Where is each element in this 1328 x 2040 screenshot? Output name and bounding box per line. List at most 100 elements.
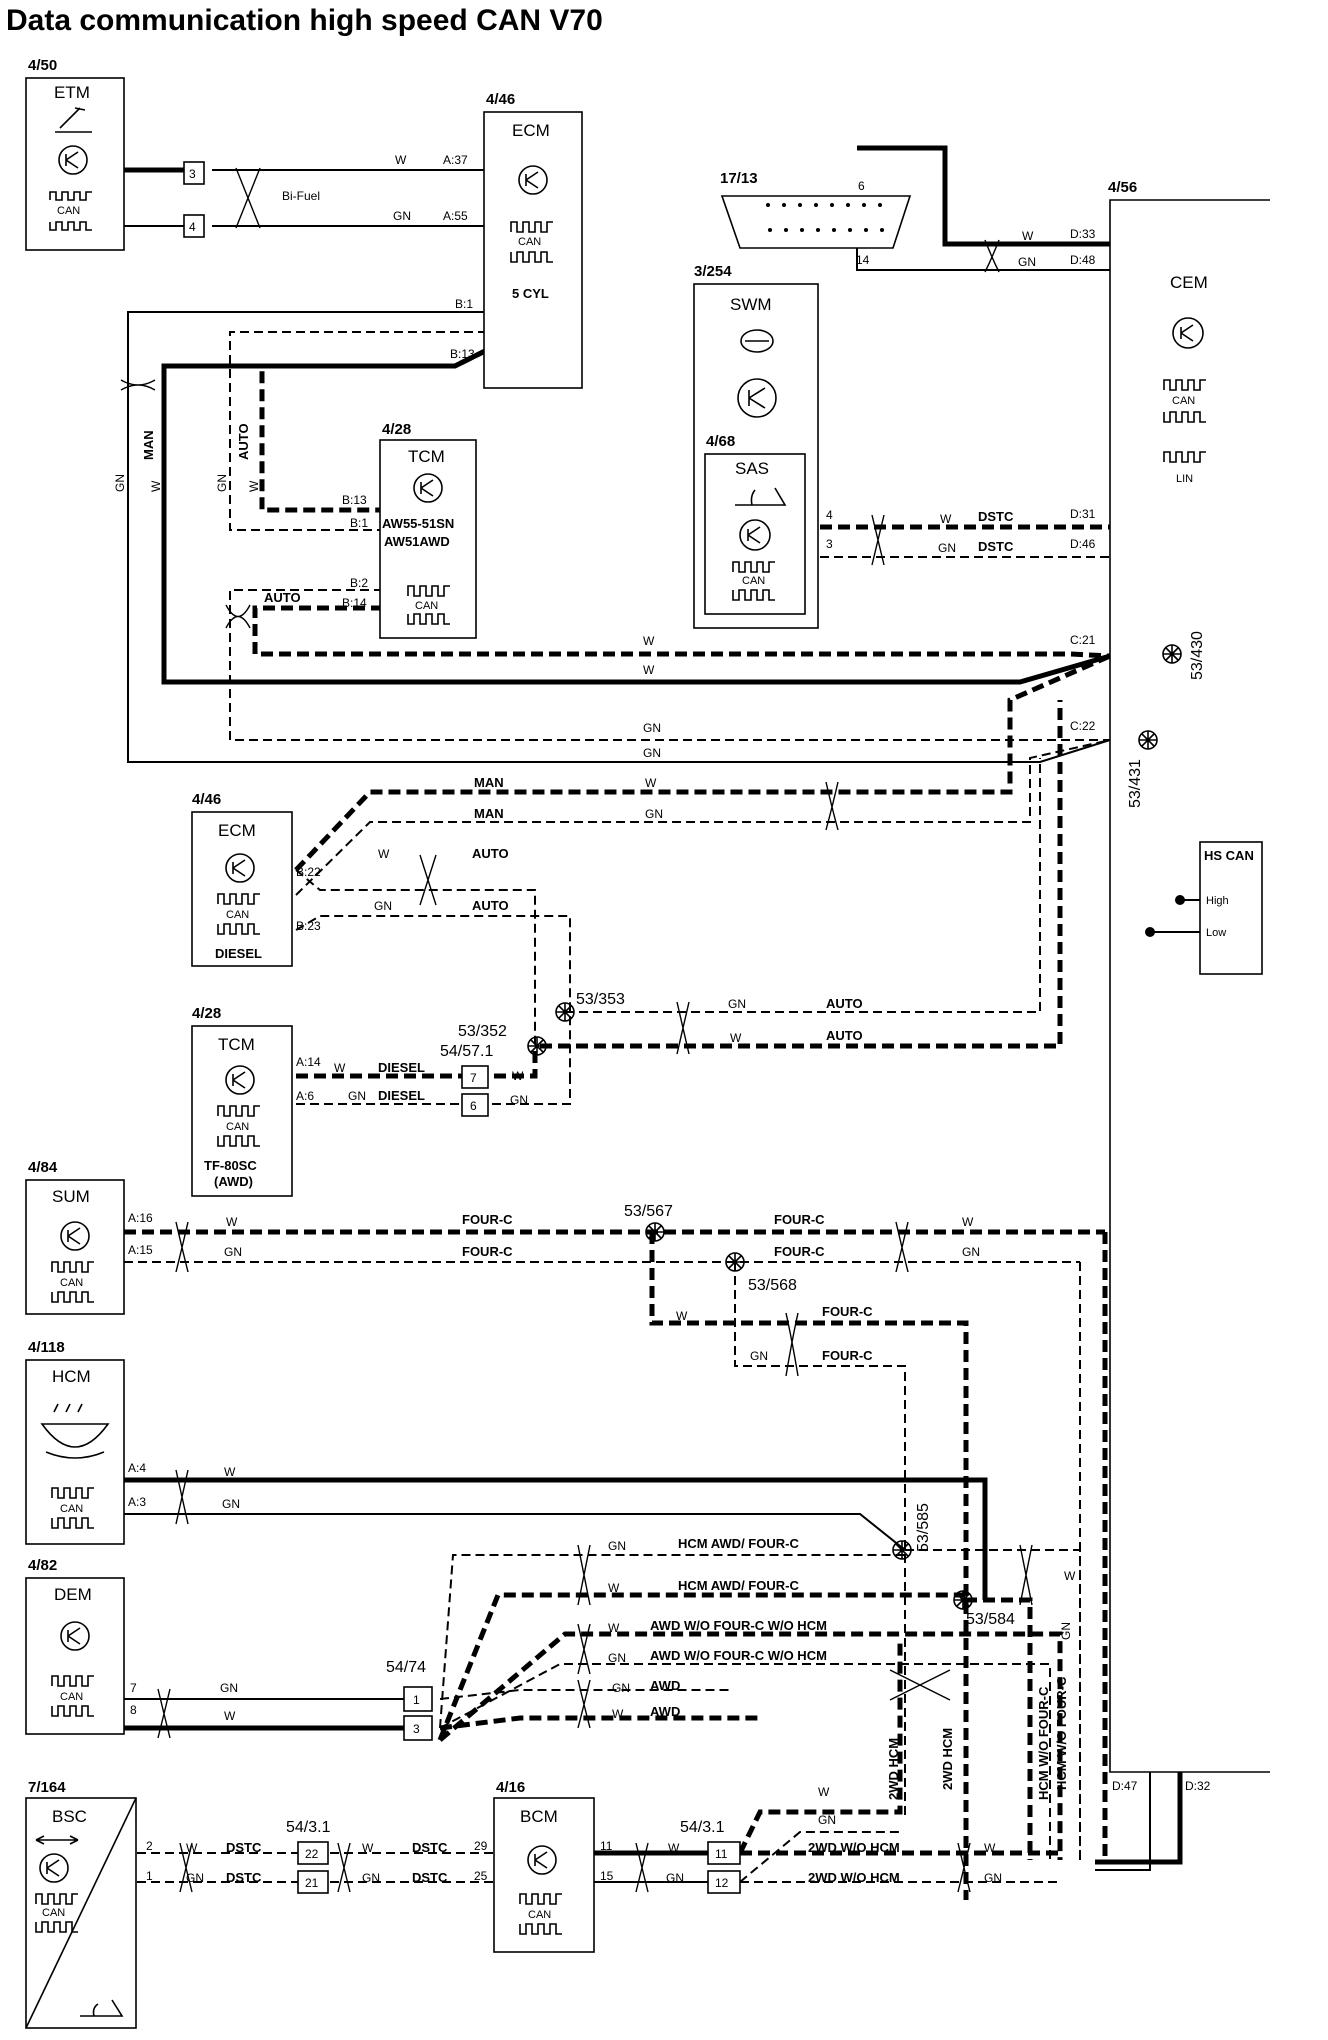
arrow-icon	[35, 1835, 79, 1845]
svg-text:GN: GN	[643, 721, 661, 735]
svg-text:AUTO: AUTO	[826, 1028, 863, 1043]
svg-text:CAN: CAN	[742, 575, 765, 587]
svg-text:1: 1	[413, 1693, 420, 1707]
etm-name: ETM	[54, 83, 90, 102]
hcm-module: 4/118 HCM CAN A:4 A:3 W GN	[25, 1339, 240, 1545]
svg-text:CAN: CAN	[226, 909, 249, 921]
svg-text:GN: GN	[643, 746, 661, 760]
splice-53-352: 53/352	[458, 1023, 547, 1056]
microprocessor-icon	[1172, 317, 1204, 349]
svg-text:54/74: 54/74	[386, 1659, 426, 1676]
svg-text:D:31: D:31	[1070, 507, 1096, 521]
connector-11	[707, 1841, 741, 1865]
hs-can-label: HS CAN	[1204, 848, 1254, 863]
svg-text:54/3.1: 54/3.1	[286, 1819, 331, 1836]
swm-name: SWM	[730, 295, 772, 314]
svg-text:AWD W/O FOUR-C W/O HCM: AWD W/O FOUR-C W/O HCM	[650, 1618, 827, 1633]
svg-text:CAN: CAN	[226, 1121, 249, 1133]
svg-text:A:3: A:3	[128, 1495, 146, 1509]
svg-text:25: 25	[474, 1869, 488, 1883]
cem-ref: 4/56	[1108, 179, 1137, 196]
svg-text:DSTC: DSTC	[412, 1870, 448, 1885]
data-link-connector: 17/13 6 14 W GN D:33 D:48	[720, 170, 1096, 269]
svg-text:GN: GN	[818, 1813, 836, 1827]
svg-text:AUTO: AUTO	[826, 996, 863, 1011]
splice-53-568: 53/568 W FOUR-C GN FOUR-C	[676, 1252, 873, 1363]
sum-name: SUM	[52, 1187, 90, 1206]
svg-text:CAN: CAN	[528, 1909, 551, 1921]
svg-text:GN: GN	[608, 1651, 626, 1665]
svg-text:LIN: LIN	[1176, 473, 1193, 485]
splice-53-353: 53/353 GN AUTO W AUTO	[555, 991, 863, 1045]
svg-text:DIESEL: DIESEL	[378, 1088, 425, 1103]
svg-text:CAN: CAN	[42, 1907, 65, 1919]
svg-text:GN: GN	[215, 474, 229, 492]
svg-text:GN: GN	[393, 209, 411, 223]
can-signal-icon	[35, 1893, 78, 1905]
svg-text:GN: GN	[666, 1871, 684, 1885]
svg-text:53/431: 53/431	[1127, 759, 1144, 808]
svg-text:A:55: A:55	[443, 209, 468, 223]
connector-3	[403, 1715, 433, 1741]
svg-text:AUTO: AUTO	[264, 590, 301, 605]
svg-text:GN: GN	[728, 997, 746, 1011]
bsc-ref: 7/164	[28, 1779, 66, 1796]
svg-text:GN: GN	[750, 1349, 768, 1363]
cem-name: CEM	[1170, 273, 1208, 292]
hcm-ref: 4/118	[28, 1339, 65, 1356]
svg-text:CAN: CAN	[60, 1691, 83, 1703]
svg-text:FOUR-C: FOUR-C	[462, 1244, 513, 1259]
svg-text:29: 29	[474, 1839, 488, 1853]
can-signal-icon	[217, 893, 260, 905]
svg-text:W: W	[818, 1785, 830, 1799]
svg-text:GN: GN	[984, 1871, 1002, 1885]
microprocessor-icon	[413, 473, 443, 503]
svg-text:GN: GN	[362, 1871, 380, 1885]
svg-text:GN: GN	[608, 1539, 626, 1553]
tcm-diesel-ref: 4/28	[192, 1005, 221, 1022]
svg-text:W: W	[334, 1061, 346, 1075]
svg-text:HCM W/O FOUR-C: HCM W/O FOUR-C	[1036, 1686, 1051, 1800]
can-signal-icon	[51, 1261, 94, 1273]
svg-text:W: W	[224, 1465, 236, 1479]
svg-text:3: 3	[189, 167, 196, 181]
can-signal-icon	[510, 221, 553, 233]
svg-text:53/430: 53/430	[1189, 631, 1206, 680]
svg-text:7: 7	[130, 1681, 137, 1695]
svg-text:54/3.1: 54/3.1	[680, 1819, 725, 1836]
wires	[124, 145, 1183, 1900]
connector-7	[461, 1065, 489, 1089]
microprocessor-icon	[60, 1621, 90, 1651]
svg-text:W: W	[730, 1031, 742, 1045]
svg-text:2WD HCM: 2WD HCM	[940, 1728, 955, 1790]
svg-text:54/57.1: 54/57.1	[440, 1043, 493, 1060]
svg-text:W: W	[1022, 229, 1034, 243]
tcm-diesel-name: TCM	[218, 1035, 255, 1054]
svg-text:HCM AWD/ FOUR-C: HCM AWD/ FOUR-C	[678, 1536, 799, 1551]
svg-text:AUTO: AUTO	[472, 846, 509, 861]
svg-text:C:22: C:22	[1070, 719, 1096, 733]
can-signal-icon	[49, 191, 92, 201]
tcm-top-module: 4/28 TCM AW55-51SN AW51AWD CAN B:13 B:1 …	[342, 421, 477, 639]
svg-text:CAN: CAN	[60, 1503, 83, 1515]
svg-text:GN: GN	[1018, 255, 1036, 269]
bi-fuel-label: Bi-Fuel	[282, 189, 320, 203]
svg-text:W: W	[247, 480, 261, 492]
svg-text:14: 14	[856, 253, 870, 267]
can-signal-icon	[217, 1105, 260, 1117]
svg-text:53/585: 53/585	[915, 1503, 932, 1552]
svg-text:W: W	[395, 153, 407, 167]
angle-sensor-icon	[80, 1999, 124, 2017]
hs-can-high: High	[1206, 895, 1229, 907]
microprocessor-icon	[58, 145, 88, 175]
diagram-title: Data communication high speed CAN V70	[6, 4, 603, 37]
dem-name: DEM	[54, 1585, 92, 1604]
lin-signal-icon	[1163, 451, 1206, 463]
bsc-module: 7/164 BSC CAN 2 1 W GN DSTC DSTC 54/3.1 …	[25, 1779, 488, 2029]
svg-text:53/568: 53/568	[748, 1277, 797, 1294]
svg-text:CAN: CAN	[1172, 395, 1195, 407]
ecm-top-variant: 5 CYL	[512, 286, 549, 301]
ecm-diesel-variant: DIESEL	[215, 946, 262, 961]
tcm-top-variant-2: AW51AWD	[384, 534, 450, 549]
svg-text:DSTC: DSTC	[978, 509, 1014, 524]
